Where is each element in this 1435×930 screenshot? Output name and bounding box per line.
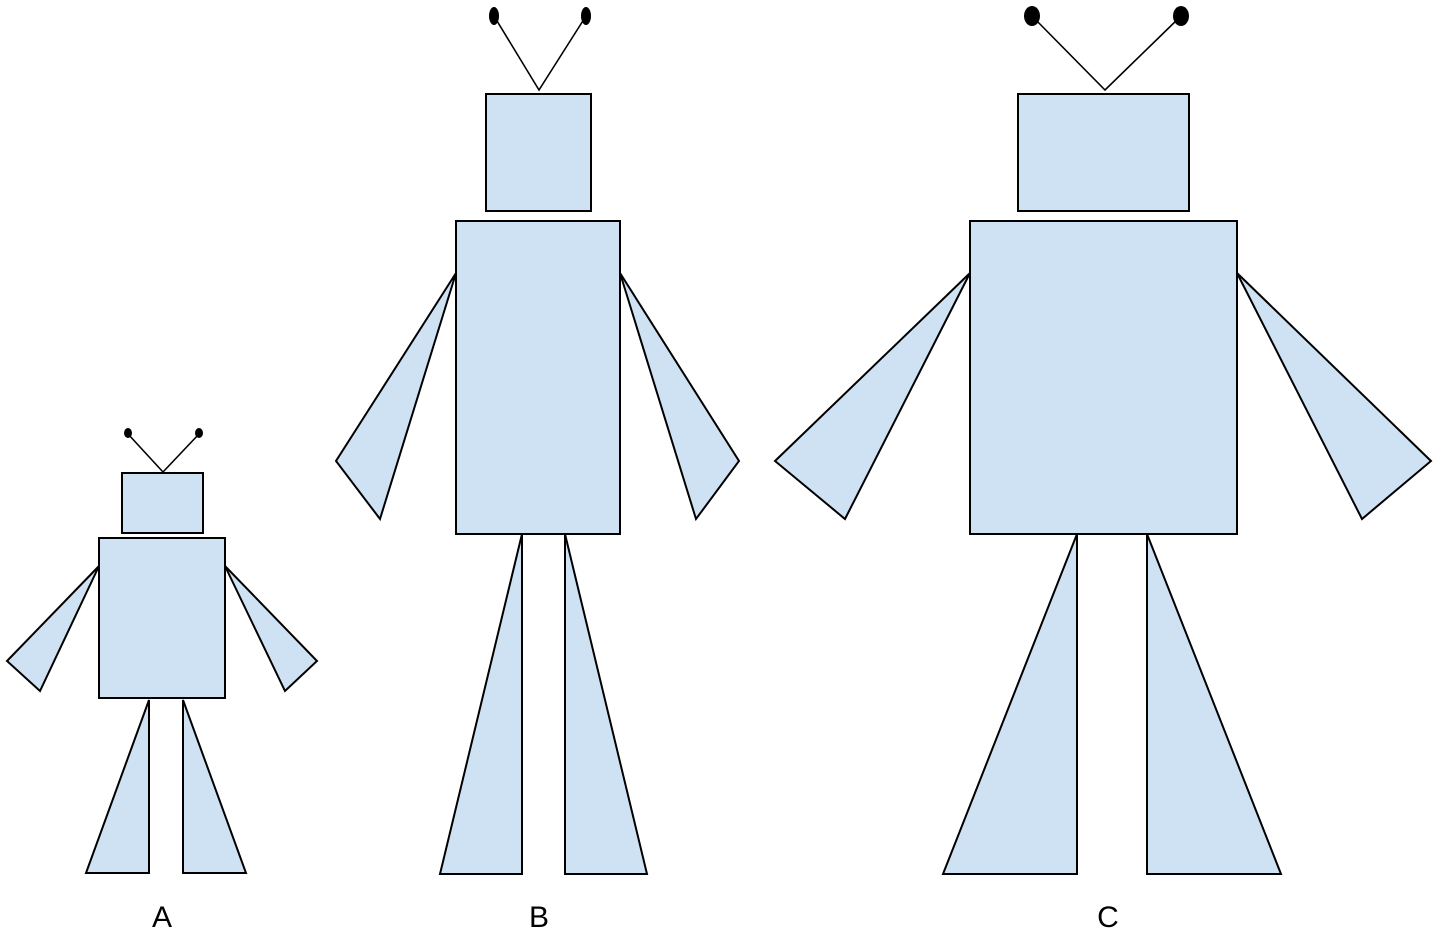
robot-a-antenna (124, 428, 203, 474)
robot-a-left-leg (84, 699, 150, 874)
robot-c-label: C (1097, 901, 1119, 930)
robot-b-left-leg (438, 533, 523, 875)
robot-b-right-arm (619, 272, 741, 522)
robot-b-label: B (529, 901, 549, 930)
robot-a-torso (98, 537, 226, 699)
robot-a-right-arm (224, 565, 319, 693)
robot-b-torso (455, 220, 621, 535)
robot-b-left-arm (334, 272, 457, 522)
robot-c-right-leg (1146, 533, 1283, 875)
robot-b: B (334, 7, 741, 930)
robot-c-antenna (1024, 6, 1189, 92)
robot-b-antenna (489, 7, 591, 92)
robot-c-torso (969, 220, 1238, 535)
robot-c: C (773, 6, 1433, 930)
robot-c-left-leg (941, 533, 1078, 875)
robot-b-right-leg (564, 533, 649, 875)
robot-c-left-arm (773, 272, 971, 521)
robot-a: A (5, 428, 319, 930)
robot-b-head (485, 93, 592, 212)
robot-c-right-arm (1236, 272, 1433, 521)
robot-a-left-arm (5, 565, 100, 693)
robot-a-right-leg (182, 699, 248, 874)
robot-a-head (121, 472, 204, 534)
robot-a-label: A (152, 901, 172, 930)
robot-c-head (1017, 93, 1190, 212)
